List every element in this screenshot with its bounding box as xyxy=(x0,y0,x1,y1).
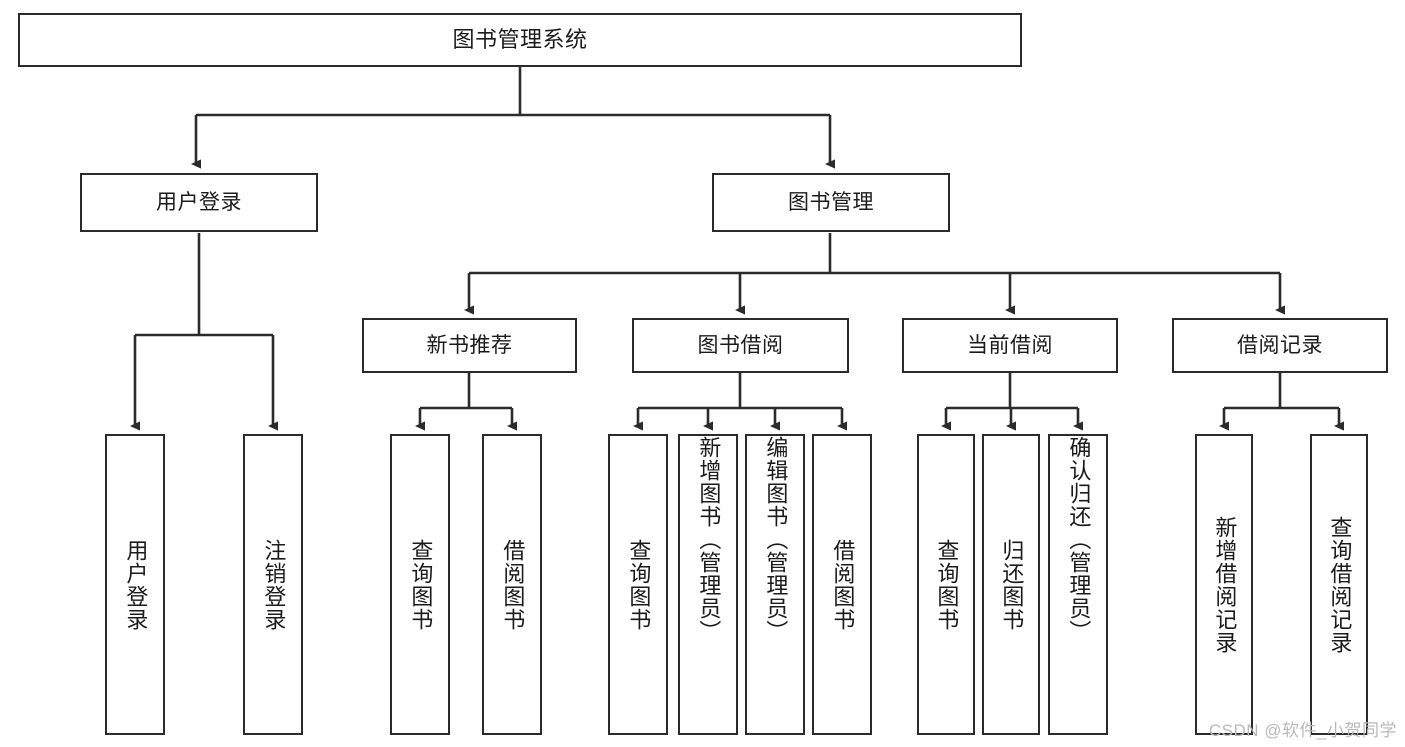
node-label: 新增借阅记录 xyxy=(1212,515,1238,654)
node-label: 当前借阅 xyxy=(967,333,1053,357)
leaf-current-borrow-query-book[interactable]: 查询图书 xyxy=(917,434,975,735)
leaf-new-book-query-book[interactable]: 查询图书 xyxy=(390,434,450,735)
leaf-borrow-record-query-record[interactable]: 查询借阅记录 xyxy=(1310,434,1368,735)
node-root-book-management-system[interactable]: 图书管理系统 xyxy=(18,13,1022,67)
node-label: 查询图书 xyxy=(408,538,434,631)
leaf-book-borrow-query-book[interactable]: 查询图书 xyxy=(608,434,668,735)
leaf-current-borrow-return-book[interactable]: 归还图书 xyxy=(982,434,1040,735)
leaf-book-borrow-borrow-book[interactable]: 借阅图书 xyxy=(812,434,872,735)
node-label: 借阅图书 xyxy=(830,538,856,631)
node-current-borrow[interactable]: 当前借阅 xyxy=(902,318,1118,373)
node-label: 图书借阅 xyxy=(697,333,784,357)
node-book-management[interactable]: 图书管理 xyxy=(712,173,950,232)
node-label: 用户登录 xyxy=(123,538,149,631)
node-label: 确认归还（管理员） xyxy=(1066,436,1092,643)
node-label: 图书管理 xyxy=(788,190,874,214)
leaf-current-borrow-confirm-return-admin[interactable]: 确认归还（管理员） xyxy=(1048,434,1108,735)
node-borrow-record[interactable]: 借阅记录 xyxy=(1172,318,1388,373)
leaf-user-login-login[interactable]: 用户登录 xyxy=(105,434,165,735)
node-book-borrow[interactable]: 图书借阅 xyxy=(632,318,849,373)
node-label: 查询借阅记录 xyxy=(1327,515,1353,654)
leaf-new-book-borrow-book[interactable]: 借阅图书 xyxy=(482,434,542,735)
node-user-login[interactable]: 用户登录 xyxy=(80,173,318,232)
leaf-borrow-record-add-record[interactable]: 新增借阅记录 xyxy=(1195,434,1253,735)
node-label: 借阅记录 xyxy=(1237,333,1323,357)
node-label: 编辑图书（管理员） xyxy=(763,436,789,643)
node-label: 注销登录 xyxy=(261,538,287,631)
node-label: 借阅图书 xyxy=(500,538,526,631)
leaf-book-borrow-edit-book-admin[interactable]: 编辑图书（管理员） xyxy=(745,434,805,735)
node-label: 归还图书 xyxy=(999,538,1025,631)
node-label: 用户登录 xyxy=(156,190,242,214)
leaf-book-borrow-add-book-admin[interactable]: 新增图书（管理员） xyxy=(678,434,738,735)
node-label: 新增图书（管理员） xyxy=(696,436,722,643)
node-new-book-recommend[interactable]: 新书推荐 xyxy=(362,318,577,373)
node-label: 新书推荐 xyxy=(426,333,513,357)
leaf-user-login-logout[interactable]: 注销登录 xyxy=(243,434,303,735)
node-label: 查询图书 xyxy=(626,538,652,631)
node-label: 图书管理系统 xyxy=(452,26,588,52)
node-label: 查询图书 xyxy=(934,538,960,631)
